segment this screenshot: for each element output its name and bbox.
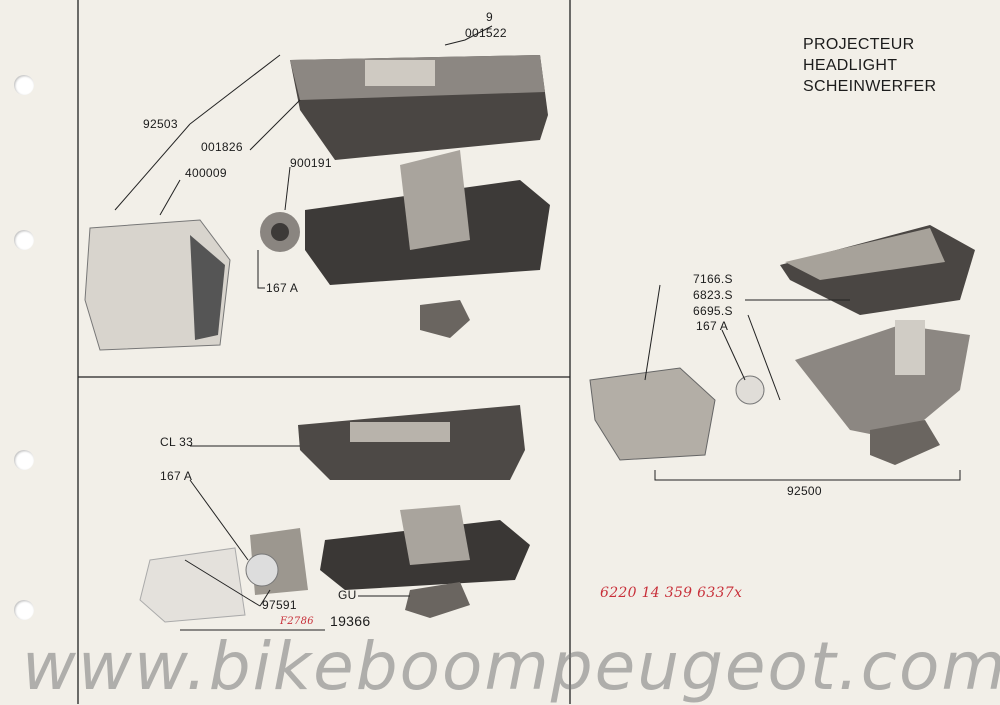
base-tray [320, 505, 530, 590]
part-label: 167 A [160, 469, 193, 483]
title-en: HEADLIGHT [803, 57, 898, 74]
part-label: 001522 [465, 26, 507, 40]
part-label: 6823.S [693, 288, 733, 302]
part-label: 167 A [696, 319, 729, 333]
lamp-assembly-right [589, 367, 940, 465]
punch-hole [14, 450, 34, 470]
lens-clear [139, 547, 246, 623]
handwritten-number: 6220 14 359 6337x [600, 585, 743, 601]
headlight-lens [84, 219, 231, 351]
part-label: 167 A [266, 281, 299, 295]
clamp-gu [405, 582, 470, 618]
title-fr: PROJECTEUR [803, 36, 915, 53]
part-label: 9 [486, 10, 493, 24]
part-label: 900191 [290, 156, 332, 170]
headlight-base [305, 150, 550, 285]
punch-hole [14, 600, 34, 620]
mount-clamp [420, 300, 470, 338]
part-label: 97591 [262, 598, 297, 612]
part-label: 92500 [787, 484, 822, 498]
housing-right [795, 320, 970, 440]
cover-cl33 [298, 405, 525, 480]
punch-hole [14, 75, 34, 95]
watermark: www.bikeboompeugeot.com [22, 628, 1000, 705]
part-label: 92503 [143, 117, 178, 131]
reflector-bulb [245, 528, 308, 595]
part-label: GU [338, 588, 357, 602]
headlight-cover [290, 55, 548, 160]
part-label: 001826 [201, 140, 243, 154]
part-label: 6695.S [693, 304, 733, 318]
punch-hole [14, 230, 34, 250]
leader-lines [114, 25, 961, 631]
cover-right [780, 225, 975, 315]
title-de: SCHEINWERFER [803, 78, 937, 95]
bulb-holder [260, 212, 300, 252]
part-label: 19366 [330, 613, 371, 629]
part-label: 400009 [185, 166, 227, 180]
part-label: CL 33 [160, 435, 194, 449]
part-label: 7166.S [693, 272, 733, 286]
handwritten-code: F2786 [280, 616, 314, 627]
